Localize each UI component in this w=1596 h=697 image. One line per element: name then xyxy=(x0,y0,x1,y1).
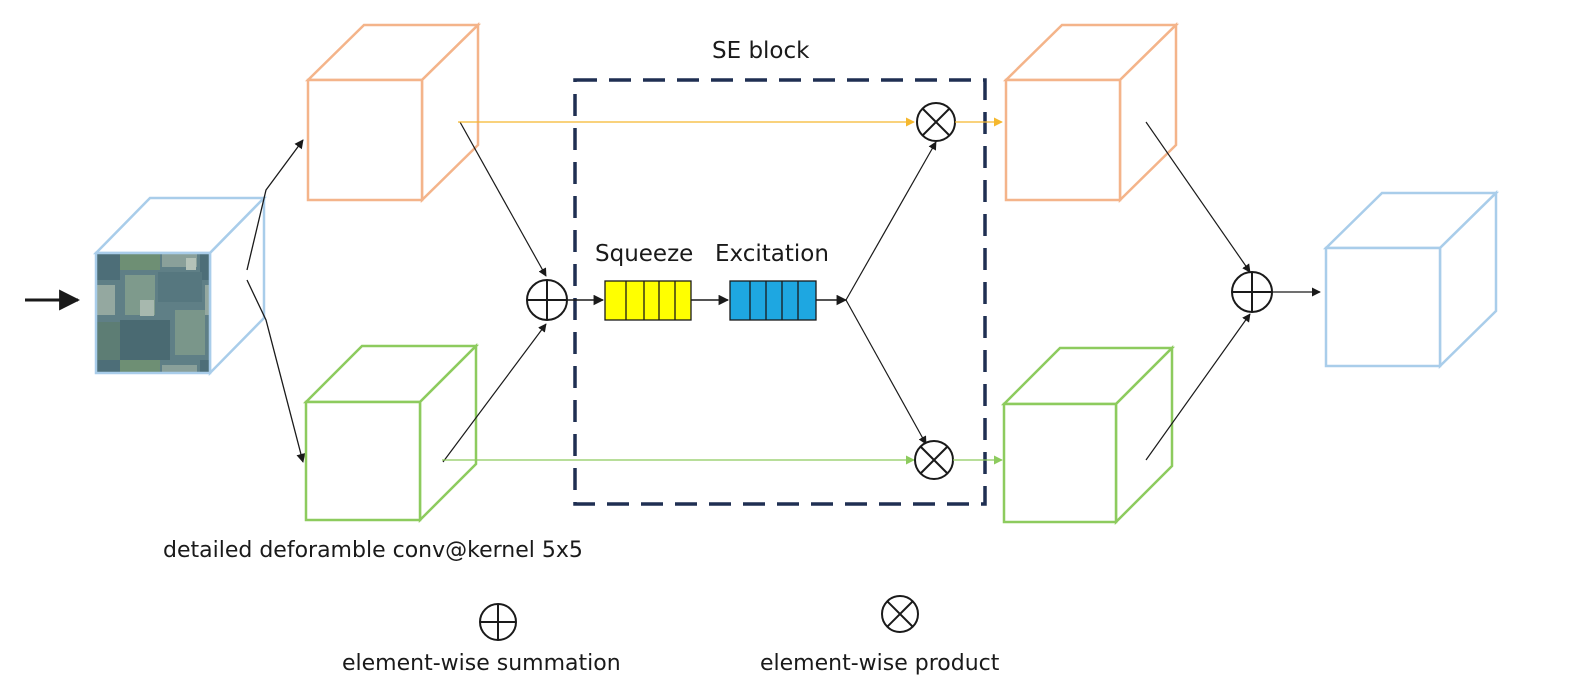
split-arrows xyxy=(246,139,306,463)
se-block-label: SE block xyxy=(712,38,810,64)
excitation-label: Excitation xyxy=(715,241,829,267)
final-sum-icon xyxy=(1231,271,1273,313)
upper-product-icon xyxy=(916,102,956,142)
upper-branch-cube xyxy=(304,22,482,203)
rescaled-upper-cube xyxy=(1002,22,1180,203)
sum-node-icon xyxy=(526,279,568,321)
branch-to-sum-lines xyxy=(442,121,547,463)
squeeze-label: Squeeze xyxy=(595,241,694,267)
se-block-frame xyxy=(573,78,987,506)
excitation-to-product-lines xyxy=(845,141,937,445)
legend-product-label: element-wise product xyxy=(760,651,1000,676)
rescaled-to-sum-lines xyxy=(1145,121,1251,461)
legend-sum-label: element-wise summation xyxy=(342,651,621,676)
legend-product-icon xyxy=(881,595,919,633)
rescaled-lower-cube xyxy=(1000,344,1176,526)
output-cube xyxy=(1322,190,1500,369)
lower-product-icon xyxy=(914,440,954,480)
excitation-vector xyxy=(729,280,817,321)
squeeze-vector xyxy=(604,280,692,321)
legend-sum-icon xyxy=(479,603,517,641)
input-cube xyxy=(93,194,267,377)
branch-caption: detailed deforamble conv@kernel 5x5 xyxy=(163,538,583,563)
lower-branch-cube xyxy=(302,342,480,524)
